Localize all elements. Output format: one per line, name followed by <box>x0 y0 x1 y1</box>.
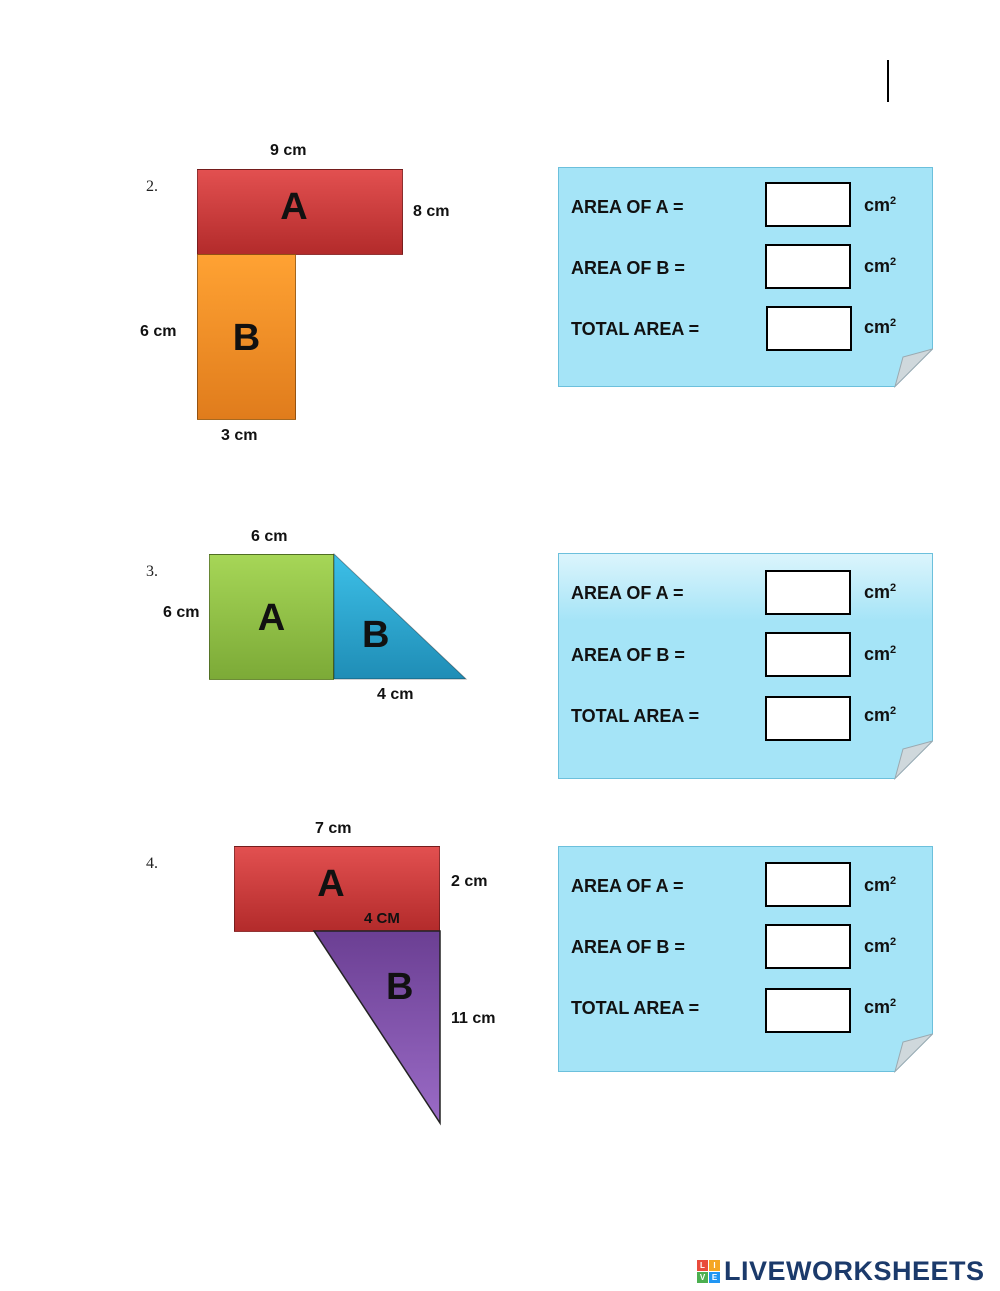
shape-label: B <box>362 614 390 656</box>
dimension-label: 4 cm <box>377 686 414 703</box>
dimension-label: 6 cm <box>251 528 288 545</box>
shape-rectangle-a: A <box>197 169 403 255</box>
shape-label: A <box>317 863 345 905</box>
shape-rectangle-b: B <box>197 254 296 420</box>
area-a-answer-box[interactable] <box>765 182 851 227</box>
area-a-label: AREA OF A = <box>571 876 684 896</box>
unit-label: cm2 <box>864 875 897 895</box>
total-area-label: TOTAL AREA = <box>571 998 700 1018</box>
dimension-label: 4 CM <box>364 910 400 927</box>
unit-label: cm2 <box>864 317 897 337</box>
shape-label: B <box>386 966 414 1008</box>
area-b-label: AREA OF B = <box>571 645 685 665</box>
dimension-label: 6 cm <box>163 604 200 621</box>
unit-label: cm2 <box>864 256 897 276</box>
total-area-answer-box[interactable] <box>765 696 851 741</box>
total-area-answer-box[interactable] <box>765 988 851 1033</box>
answer-card: AREA OF A = cm2 AREA OF B = cm2 TOTAL AR… <box>558 167 933 389</box>
shape-square-a: A <box>209 554 334 680</box>
area-b-answer-box[interactable] <box>765 924 851 969</box>
total-area-label: TOTAL AREA = <box>571 706 700 726</box>
unit-label: cm2 <box>864 936 897 956</box>
dimension-label: 11 cm <box>451 1010 496 1027</box>
area-b-answer-box[interactable] <box>765 244 851 289</box>
area-a-label: AREA OF A = <box>571 583 684 603</box>
liveworksheets-logo: L I V E LIVEWORKSHEETS <box>697 1256 985 1286</box>
answer-card: AREA OF A = cm2 AREA OF B = cm2 TOTAL AR… <box>558 846 933 1074</box>
area-b-answer-box[interactable] <box>765 632 851 677</box>
shape-rectangle-a: A <box>234 846 440 932</box>
shape-label: B <box>232 317 261 359</box>
dimension-label: 8 cm <box>413 203 450 220</box>
area-a-label: AREA OF A = <box>571 197 684 217</box>
dimension-label: 7 cm <box>315 820 352 837</box>
answer-card: AREA OF A = cm2 AREA OF B = cm2 TOTAL AR… <box>558 553 933 781</box>
unit-label: cm2 <box>864 644 897 664</box>
logo-mark-icon: L I V E <box>697 1259 720 1283</box>
question-number: 2. <box>146 178 158 195</box>
area-b-label: AREA OF B = <box>571 258 685 278</box>
dimension-label: 3 cm <box>221 427 258 444</box>
shape-triangle-b <box>333 553 468 680</box>
question-number: 4. <box>146 855 158 872</box>
logo-text: LIVEWORKSHEETS <box>724 1255 985 1286</box>
unit-label: cm2 <box>864 997 897 1017</box>
total-area-answer-box[interactable] <box>766 306 852 351</box>
shape-label: A <box>257 597 286 639</box>
question-number: 3. <box>146 563 158 580</box>
area-b-label: AREA OF B = <box>571 937 685 957</box>
dimension-label: 2 cm <box>451 873 488 890</box>
unit-label: cm2 <box>864 195 897 215</box>
shape-label: A <box>280 186 308 228</box>
area-a-answer-box[interactable] <box>765 570 851 615</box>
unit-label: cm2 <box>864 582 897 602</box>
area-a-answer-box[interactable] <box>765 862 851 907</box>
unit-label: cm2 <box>864 705 897 725</box>
text-cursor <box>887 60 889 102</box>
dimension-label: 9 cm <box>270 142 307 159</box>
total-area-label: TOTAL AREA = <box>571 319 700 339</box>
shape-triangle-b <box>312 930 441 1126</box>
dimension-label: 6 cm <box>140 323 177 340</box>
